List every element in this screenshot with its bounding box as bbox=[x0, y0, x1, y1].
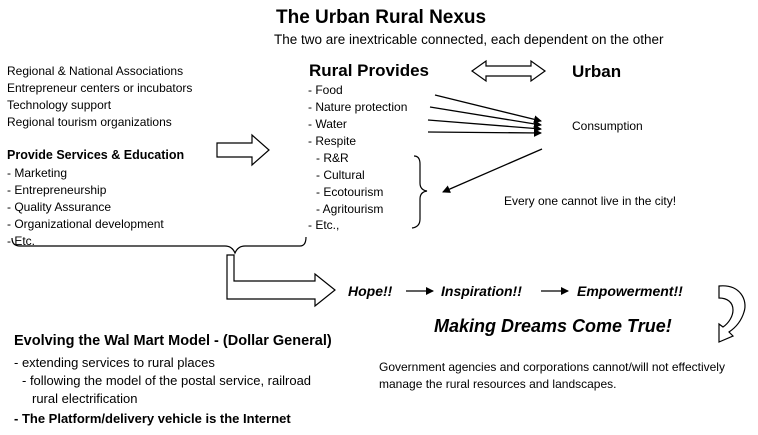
org-item: Regional tourism organizations bbox=[7, 115, 172, 129]
brace-to-hope-block-arrow bbox=[226, 254, 336, 308]
rural-item: - Respite bbox=[308, 134, 357, 148]
consumption-to-respite-arrow bbox=[442, 148, 543, 193]
respite-to-consumption-arrow bbox=[427, 128, 542, 137]
walmart-line: rural electrification bbox=[32, 391, 138, 406]
page-subtitle: The two are inextricable connected, each… bbox=[274, 32, 664, 47]
services-to-rural-block-arrow bbox=[216, 133, 270, 167]
consumption-label: Consumption bbox=[572, 119, 643, 133]
service-item: - Entrepreneurship bbox=[7, 183, 107, 197]
respite-item: - Ecotourism bbox=[316, 185, 384, 199]
walmart-heading: Evolving the Wal Mart Model - (Dollar Ge… bbox=[14, 333, 332, 349]
service-item: - Etc. bbox=[7, 234, 36, 248]
empowerment-uturn-arrow bbox=[718, 285, 746, 343]
org-item: Technology support bbox=[7, 98, 112, 112]
respite-item: - R&R bbox=[316, 151, 349, 165]
service-item: - Organizational development bbox=[7, 217, 164, 231]
service-item: - Marketing bbox=[7, 166, 68, 180]
rural-item: - Food bbox=[308, 83, 343, 97]
walmart-line: - extending services to rural places bbox=[14, 355, 215, 370]
food-to-consumption-arrow bbox=[434, 94, 542, 124]
respite-brace bbox=[411, 155, 428, 229]
org-list: Regional & National Associations Entrepr… bbox=[7, 63, 192, 131]
services-heading: Provide Services & Education bbox=[7, 148, 185, 162]
rural-heading: Rural Provides bbox=[309, 61, 429, 80]
rural-list: - Food - Nature protection - Water - Res… bbox=[308, 82, 407, 150]
rural-item: - Water bbox=[308, 117, 347, 131]
dreams-banner: Making Dreams Come True! bbox=[434, 316, 672, 336]
urban-heading: Urban bbox=[572, 62, 622, 81]
services-list: - Marketing - Entrepreneurship - Quality… bbox=[7, 165, 164, 250]
flow-step-hope: Hope!! bbox=[348, 283, 393, 299]
service-item: - Quality Assurance bbox=[7, 200, 112, 214]
rural-etc: - Etc., bbox=[308, 218, 340, 232]
respite-list: - R&R - Cultural - Ecotourism - Agritour… bbox=[316, 150, 383, 218]
org-item: Regional & National Associations bbox=[7, 64, 184, 78]
page-title: The Urban Rural Nexus bbox=[276, 7, 487, 28]
flow-step-empowerment: Empowerment!! bbox=[577, 283, 683, 299]
services-brace bbox=[11, 236, 307, 255]
nature-to-consumption-arrow bbox=[429, 106, 542, 128]
respite-item: - Agritourism bbox=[316, 202, 384, 216]
rural-item: - Nature protection bbox=[308, 100, 408, 114]
city-note: Every one cannot live in the city! bbox=[504, 194, 677, 208]
water-to-consumption-arrow bbox=[427, 119, 542, 133]
org-item: Entrepreneur centers or incubators bbox=[7, 81, 193, 95]
rural-urban-double-arrow bbox=[470, 59, 547, 83]
walmart-line: - following the model of the postal serv… bbox=[22, 373, 312, 388]
government-note-line1: Government agencies and corporations can… bbox=[379, 360, 725, 374]
government-note-line2: manage the rural resources and landscape… bbox=[379, 377, 617, 391]
flow-step-inspiration: Inspiration!! bbox=[441, 283, 522, 299]
respite-item: - Cultural bbox=[316, 168, 365, 182]
walmart-platform-line: - The Platform/delivery vehicle is the I… bbox=[14, 411, 291, 426]
